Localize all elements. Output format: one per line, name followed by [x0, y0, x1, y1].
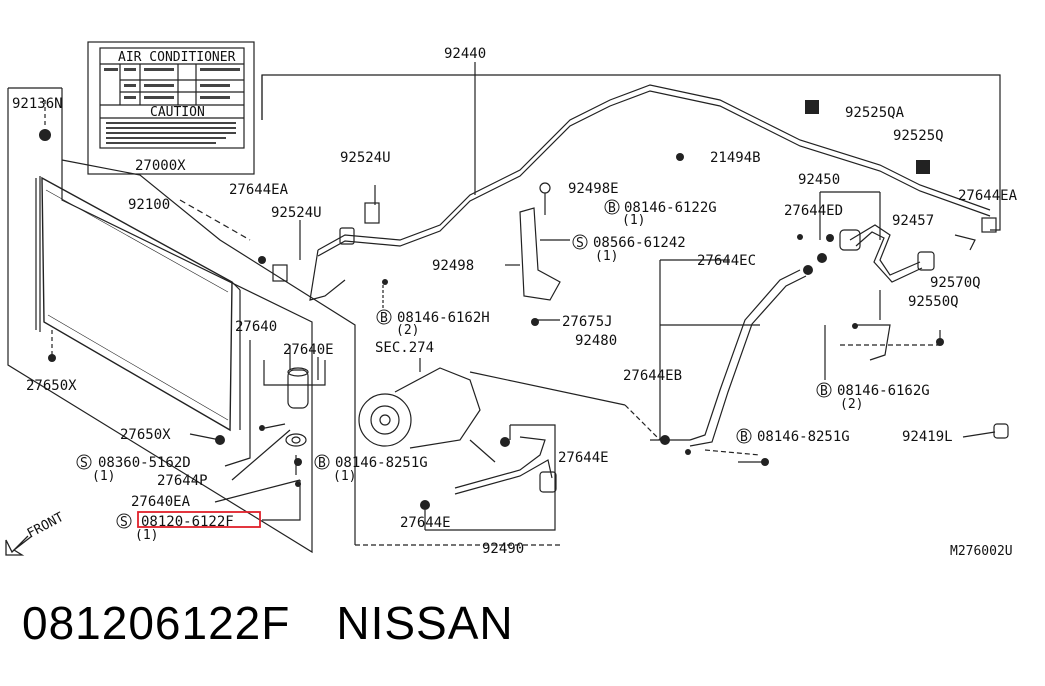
- s-mark-1: S: [576, 236, 584, 251]
- part-27644E: 27644E: [558, 450, 609, 466]
- part-27640E: 27640E: [283, 342, 334, 358]
- part-27644ED: 27644ED: [784, 203, 843, 219]
- qty-08146-6122G: (1): [622, 213, 645, 228]
- s-mark-3: S: [120, 515, 128, 530]
- qty-08146-6162H: (2): [396, 323, 419, 338]
- part-92525QA: 92525QA: [845, 105, 905, 121]
- part-08120-6122F: 08120-6122F: [141, 514, 234, 530]
- b-mark-2: B: [380, 311, 388, 326]
- part-27644EC: 27644EC: [697, 253, 756, 269]
- label-card: [99, 47, 245, 149]
- section-274: SEC.274: [375, 340, 434, 356]
- part-92419L: 92419L: [902, 429, 953, 445]
- part-08146-8251G-left: 08146-8251G: [335, 455, 428, 471]
- compressor-body: [394, 367, 481, 449]
- part-08146-6162G: 08146-6162G: [837, 383, 930, 399]
- part-08360-5162D: 08360-5162D: [98, 455, 191, 471]
- part-27675J: 27675J: [562, 314, 613, 330]
- part-27000X: 27000X: [135, 158, 186, 174]
- diagram-code: M276002U: [950, 544, 1013, 559]
- part-27644P: 27644P: [157, 473, 208, 489]
- part-92570Q: 92570Q: [930, 275, 981, 291]
- drier-bracket: [285, 433, 307, 447]
- part-27644EA-left: 27644EA: [229, 182, 289, 198]
- hose-92490: [454, 436, 546, 489]
- part-92450: 92450: [798, 172, 840, 188]
- part-92498: 92498: [432, 258, 474, 274]
- part-92524U-left: 92524U: [271, 205, 322, 221]
- label-card-frame: [87, 41, 255, 175]
- part-92136N: 92136N: [12, 96, 63, 112]
- b-mark-3: B: [820, 384, 828, 399]
- part-08146-8251G-right: 08146-8251G: [757, 429, 850, 445]
- front-label: FRONT: [25, 510, 67, 542]
- b-mark-4: B: [740, 430, 748, 445]
- part-92480: 92480: [575, 333, 617, 349]
- front-arrow: [5, 535, 33, 556]
- bracket-92498: [519, 207, 561, 301]
- part-21494B: 21494B: [710, 150, 761, 166]
- part-27644EA-right: 27644EA: [958, 188, 1018, 204]
- b-mark-1: B: [608, 201, 616, 216]
- part-92550Q: 92550Q: [908, 294, 959, 310]
- brand-name: NISSAN: [336, 597, 514, 649]
- part-27650X-top: 27650X: [26, 378, 77, 394]
- hose-92480: [689, 269, 801, 441]
- part-27644EB: 27644EB: [623, 368, 682, 384]
- compressor-clutch: [358, 393, 412, 447]
- part-92440: 92440: [444, 46, 486, 62]
- part-92524U-top: 92524U: [340, 150, 391, 166]
- part-92490: 92490: [482, 541, 524, 557]
- b-mark-5: B: [318, 456, 326, 471]
- part-number: 081206122F: [22, 597, 291, 649]
- condenser: [41, 176, 233, 432]
- label-card-caution: CAUTION: [150, 105, 205, 120]
- frame-line-condenser: [61, 159, 356, 545]
- part-92457: 92457: [892, 213, 934, 229]
- part-27640EA: 27640EA: [131, 494, 191, 510]
- pipe-92440: [317, 84, 991, 251]
- label-card-title: AIR CONDITIONER: [118, 50, 236, 65]
- part-08146-6162H: 08146-6162H: [397, 310, 490, 326]
- caption: 081206122F NISSAN: [22, 596, 560, 650]
- qty-08146-8251G-left: (1): [333, 469, 356, 484]
- part-highlight-box: [137, 511, 261, 528]
- receiver-drier: [287, 369, 309, 409]
- part-27640: 27640: [235, 319, 277, 335]
- part-92498E: 92498E: [568, 181, 619, 197]
- parts-diagram: AIR CONDITIONER CAUTION 27000X 92440 921…: [5, 41, 1018, 559]
- part-92100: 92100: [128, 197, 170, 213]
- part-08146-6122G: 08146-6122G: [624, 200, 717, 216]
- part-08566-61242: 08566-61242: [593, 235, 686, 251]
- part-92525Q: 92525Q: [893, 128, 944, 144]
- qty-08566-61242: (1): [595, 249, 618, 264]
- frame-line-left: [7, 88, 313, 554]
- s-mark-2: S: [80, 456, 88, 471]
- qty-08146-6162G: (2): [840, 397, 863, 412]
- part-27644E-lower: 27644E: [400, 515, 451, 531]
- qty-08360-5162D: (1): [92, 469, 115, 484]
- qty-08120-6122F: (1): [135, 528, 158, 543]
- part-27650X-bottom: 27650X: [120, 427, 171, 443]
- pipe-92450: [849, 224, 921, 276]
